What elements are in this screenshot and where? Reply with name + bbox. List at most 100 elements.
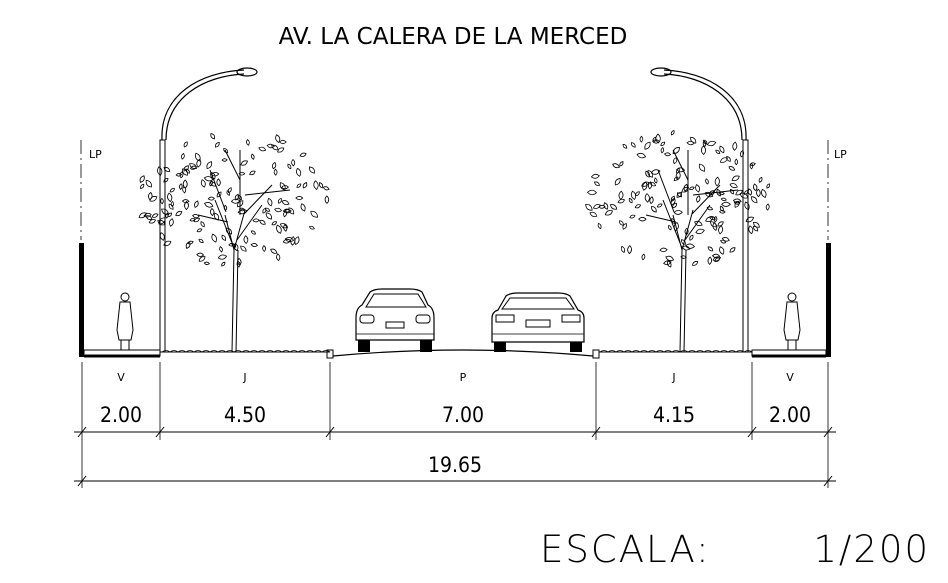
leaf-shape	[308, 225, 315, 230]
leaf-shape	[639, 135, 644, 143]
leaf-shape	[203, 202, 214, 208]
leaf-shape	[668, 224, 672, 231]
leaf-shape	[310, 210, 319, 218]
zone-code-3: P	[460, 371, 467, 384]
leaf-shape	[587, 189, 597, 196]
scale-label: ESCALA:	[540, 528, 711, 571]
leaf-shape	[163, 240, 172, 247]
car-right	[491, 292, 585, 352]
leaf-shape	[140, 183, 145, 190]
leaf-shape	[707, 246, 714, 252]
leaf-shape	[719, 246, 725, 255]
leaf-shape	[183, 165, 189, 172]
leaf-shape	[167, 192, 173, 203]
leaf-shape	[275, 134, 281, 144]
leaf-shape	[753, 183, 758, 192]
leaf-shape	[695, 228, 705, 235]
leaf-shape	[627, 245, 632, 255]
leaf-shape	[703, 139, 708, 145]
leaf-shape	[720, 197, 727, 202]
leaf-shape	[211, 233, 217, 243]
leaf-shape	[708, 216, 716, 221]
leaf-shape	[614, 177, 621, 186]
leaf-shape	[672, 202, 677, 209]
leaf-shape	[240, 160, 249, 166]
leaf-shape	[178, 183, 183, 190]
leaf-shape	[258, 146, 267, 152]
pedestrian-left	[116, 292, 134, 351]
leaf-shape	[138, 212, 147, 219]
leaf-shape	[163, 166, 171, 172]
leaf-shape	[751, 196, 758, 204]
leaf-shape	[165, 212, 169, 219]
drawing-title: AV. LA CALERA DE LA MERCED	[279, 24, 628, 50]
zone-code-5: V	[786, 371, 794, 384]
leaf-shape	[211, 171, 220, 177]
leaf-shape	[210, 207, 215, 217]
leaf-shape	[666, 260, 672, 268]
leaf-shape	[207, 196, 215, 201]
leaf-shape	[193, 217, 201, 223]
street-lamp-right	[650, 67, 749, 353]
leaf-shape	[700, 145, 707, 156]
leaf-shape	[665, 255, 675, 261]
leaf-shape	[237, 200, 244, 208]
leaf-shape	[250, 243, 258, 247]
leaf-shape	[168, 203, 174, 210]
leaf-shape	[650, 169, 661, 175]
leaf-shape	[592, 204, 601, 209]
leaf-shape	[291, 158, 296, 167]
leaf-shape	[681, 186, 690, 193]
leaf-shape	[676, 167, 686, 173]
leaf-shape	[221, 261, 226, 267]
total-dimension-line	[74, 475, 836, 487]
leaf-shape	[729, 183, 738, 189]
leaf-shape	[200, 179, 206, 188]
leaf-shape	[706, 140, 717, 147]
leaf-shape	[283, 224, 288, 232]
leaf-shape	[296, 183, 302, 188]
leaf-shape	[641, 181, 650, 187]
leaf-shape	[694, 220, 703, 227]
leaf-shape	[221, 158, 228, 162]
leaf-shape	[234, 193, 239, 201]
leaf-shape	[198, 256, 206, 262]
leaf-shape	[644, 193, 650, 203]
leaf-shape	[676, 191, 683, 198]
leaf-shape	[748, 225, 754, 235]
leaf-shape	[276, 224, 282, 234]
leaf-shape	[149, 196, 158, 202]
leaf-shape	[704, 191, 714, 198]
leaf-shape	[271, 144, 279, 151]
leaf-shape	[237, 194, 242, 200]
leaf-shape	[183, 141, 188, 148]
leaf-shape	[249, 170, 256, 176]
leaf-shape	[182, 179, 188, 189]
leaf-shape	[198, 238, 204, 243]
leaf-shape	[706, 206, 714, 211]
leaf-shape	[274, 207, 283, 213]
leaf-shape	[719, 145, 725, 154]
leaf-shape	[233, 243, 239, 252]
leaf-shape	[673, 209, 683, 215]
leaf-shape	[656, 203, 663, 208]
leaf-shape	[684, 243, 696, 249]
leaf-shape	[196, 158, 202, 168]
leaf-shape	[148, 191, 153, 201]
leaf-shape	[731, 175, 740, 182]
leaf-shape	[590, 173, 600, 179]
leaf-shape	[710, 221, 717, 228]
tree-right	[585, 129, 771, 353]
tree-left	[138, 133, 330, 353]
leaf-shape	[238, 171, 246, 176]
leaf-shape	[705, 178, 709, 185]
leaf-shape	[732, 198, 742, 204]
leaf-shape	[210, 171, 216, 180]
zone-code-1: V	[117, 371, 125, 384]
leaf-shape	[651, 205, 657, 213]
zone-separators	[81, 362, 829, 488]
leaf-shape	[243, 235, 249, 245]
zone-width-4: 4.15	[653, 403, 695, 427]
leaf-shape	[689, 234, 694, 241]
